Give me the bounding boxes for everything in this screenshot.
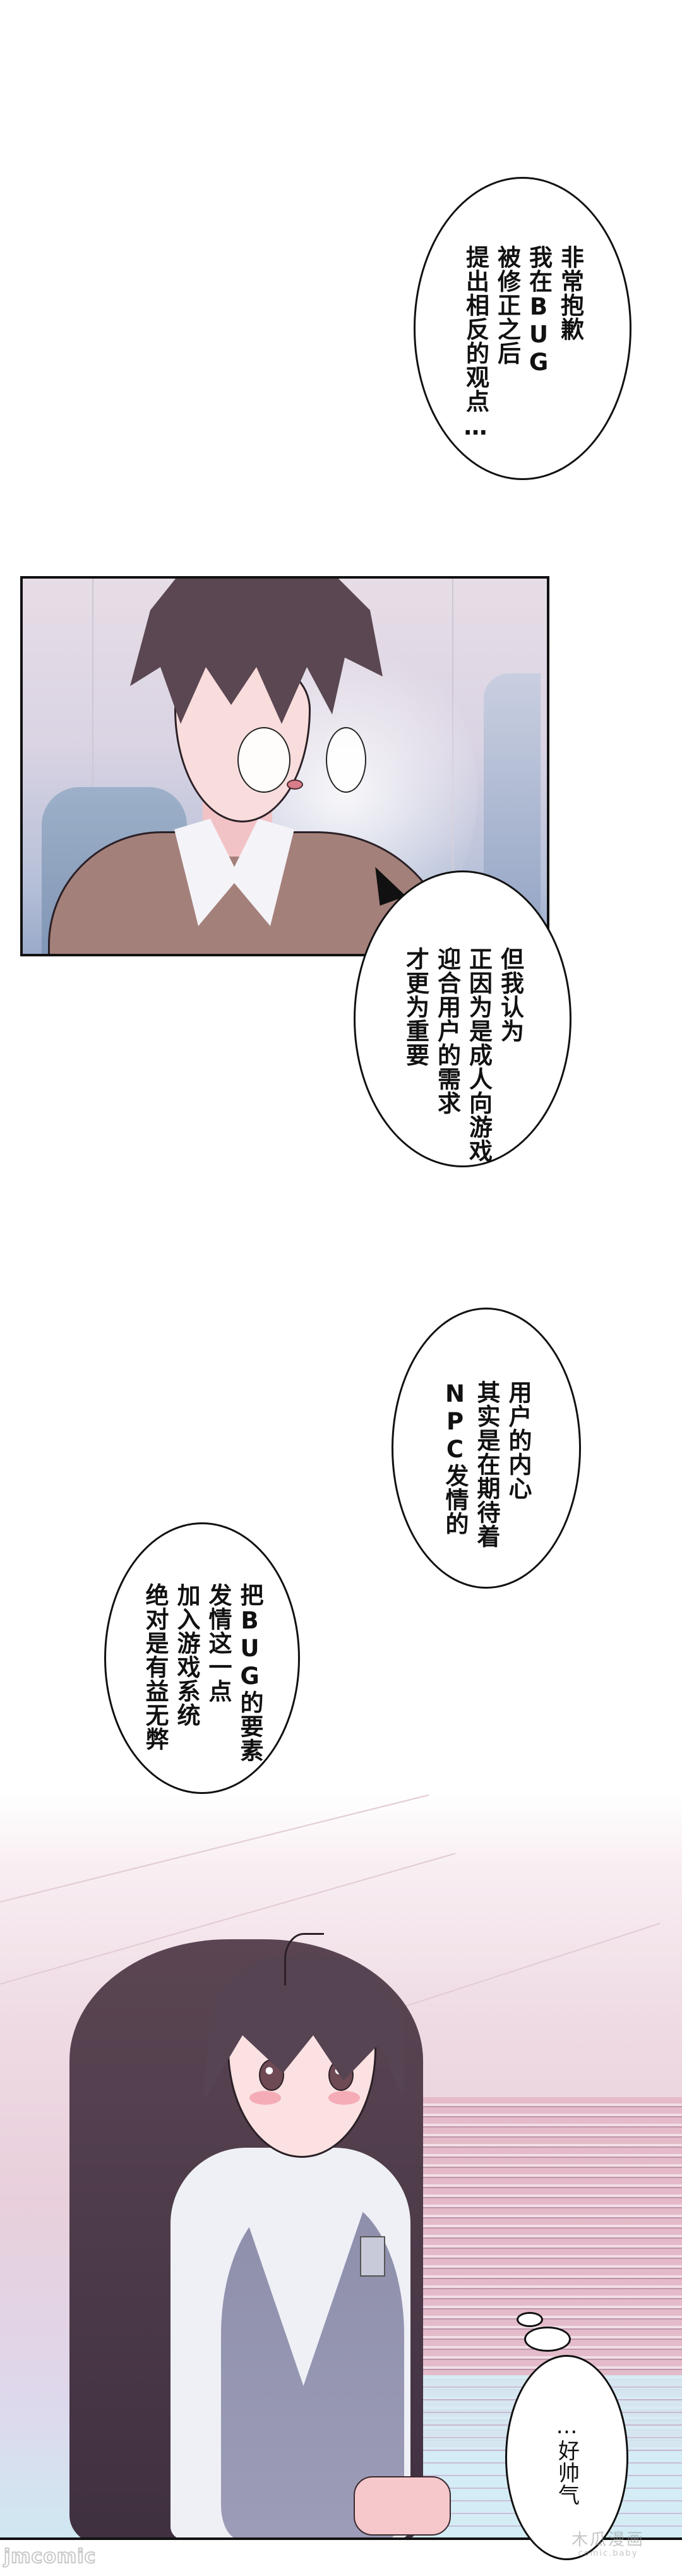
watermark-jmcomic: jmcomic xyxy=(3,2545,97,2568)
bubble-line: 其实是在期待着 xyxy=(473,1380,500,1548)
speech-bubble-3: 用户的内心 其实是在期待着 NPC发情的 xyxy=(392,1308,581,1589)
glasses-lens-left xyxy=(237,727,290,793)
girl-blush-left xyxy=(249,2091,281,2105)
speech-bubble-1: 非常抱歉 我在BUG 被修正之后 提出相反的观点… xyxy=(414,177,631,480)
bubble-line: 加入游戏系统 xyxy=(173,1583,200,1727)
watermark-en: comic.baby xyxy=(578,2549,638,2558)
thought-bubble-medium xyxy=(524,2326,571,2352)
bubble-line: NPC发情的 xyxy=(441,1380,469,1536)
bubble-line: 被修正之后 xyxy=(493,245,521,365)
bubble-line: 迎合用户的需求 xyxy=(433,947,461,1115)
boy-character xyxy=(23,579,547,954)
wall-line xyxy=(92,579,93,954)
glasses-lens-right xyxy=(326,727,366,793)
bubble-line: 但我认为 xyxy=(496,947,524,1043)
girl-blush-right xyxy=(328,2091,360,2105)
bubble-line: 才更为重要 xyxy=(402,947,429,1067)
id-badge xyxy=(360,2236,385,2277)
bubble-line: 提出相反的观点… xyxy=(462,245,489,441)
speech-bubble-2: 但我认为 正因为是成人向游戏 迎合用户的需求 才更为重要 xyxy=(354,870,571,1167)
bubble-line: 用户的内心 xyxy=(505,1380,532,1500)
watermark-cn: 木瓜漫画 xyxy=(571,2531,645,2549)
girl-ahoge xyxy=(284,1933,324,1985)
bubble-line: 我在BUG xyxy=(525,245,553,376)
bubble-line: 非常抱歉 xyxy=(556,245,584,341)
thought-bubble-small xyxy=(517,2312,543,2327)
bubble-line: 发情这一点 xyxy=(205,1583,232,1703)
boy-mouth xyxy=(287,779,303,790)
girl-hands xyxy=(354,2476,451,2536)
speech-bubble-4: 把BUG的要素 发情这一点 加入游戏系统 绝对是有益无弊 xyxy=(104,1522,300,1794)
bubble-line: …好帅气 xyxy=(554,2414,580,2506)
bubble-line: 正因为是成人向游戏 xyxy=(465,947,493,1163)
bubble-line: 绝对是有益无弊 xyxy=(141,1583,169,1751)
girl-character xyxy=(0,1794,682,2537)
thought-bubble-main: …好帅气 xyxy=(505,2355,628,2560)
watermark-muagua: 木瓜漫画 comic.baby xyxy=(571,2527,645,2558)
bubble-line: 把BUG的要素 xyxy=(236,1583,263,1762)
